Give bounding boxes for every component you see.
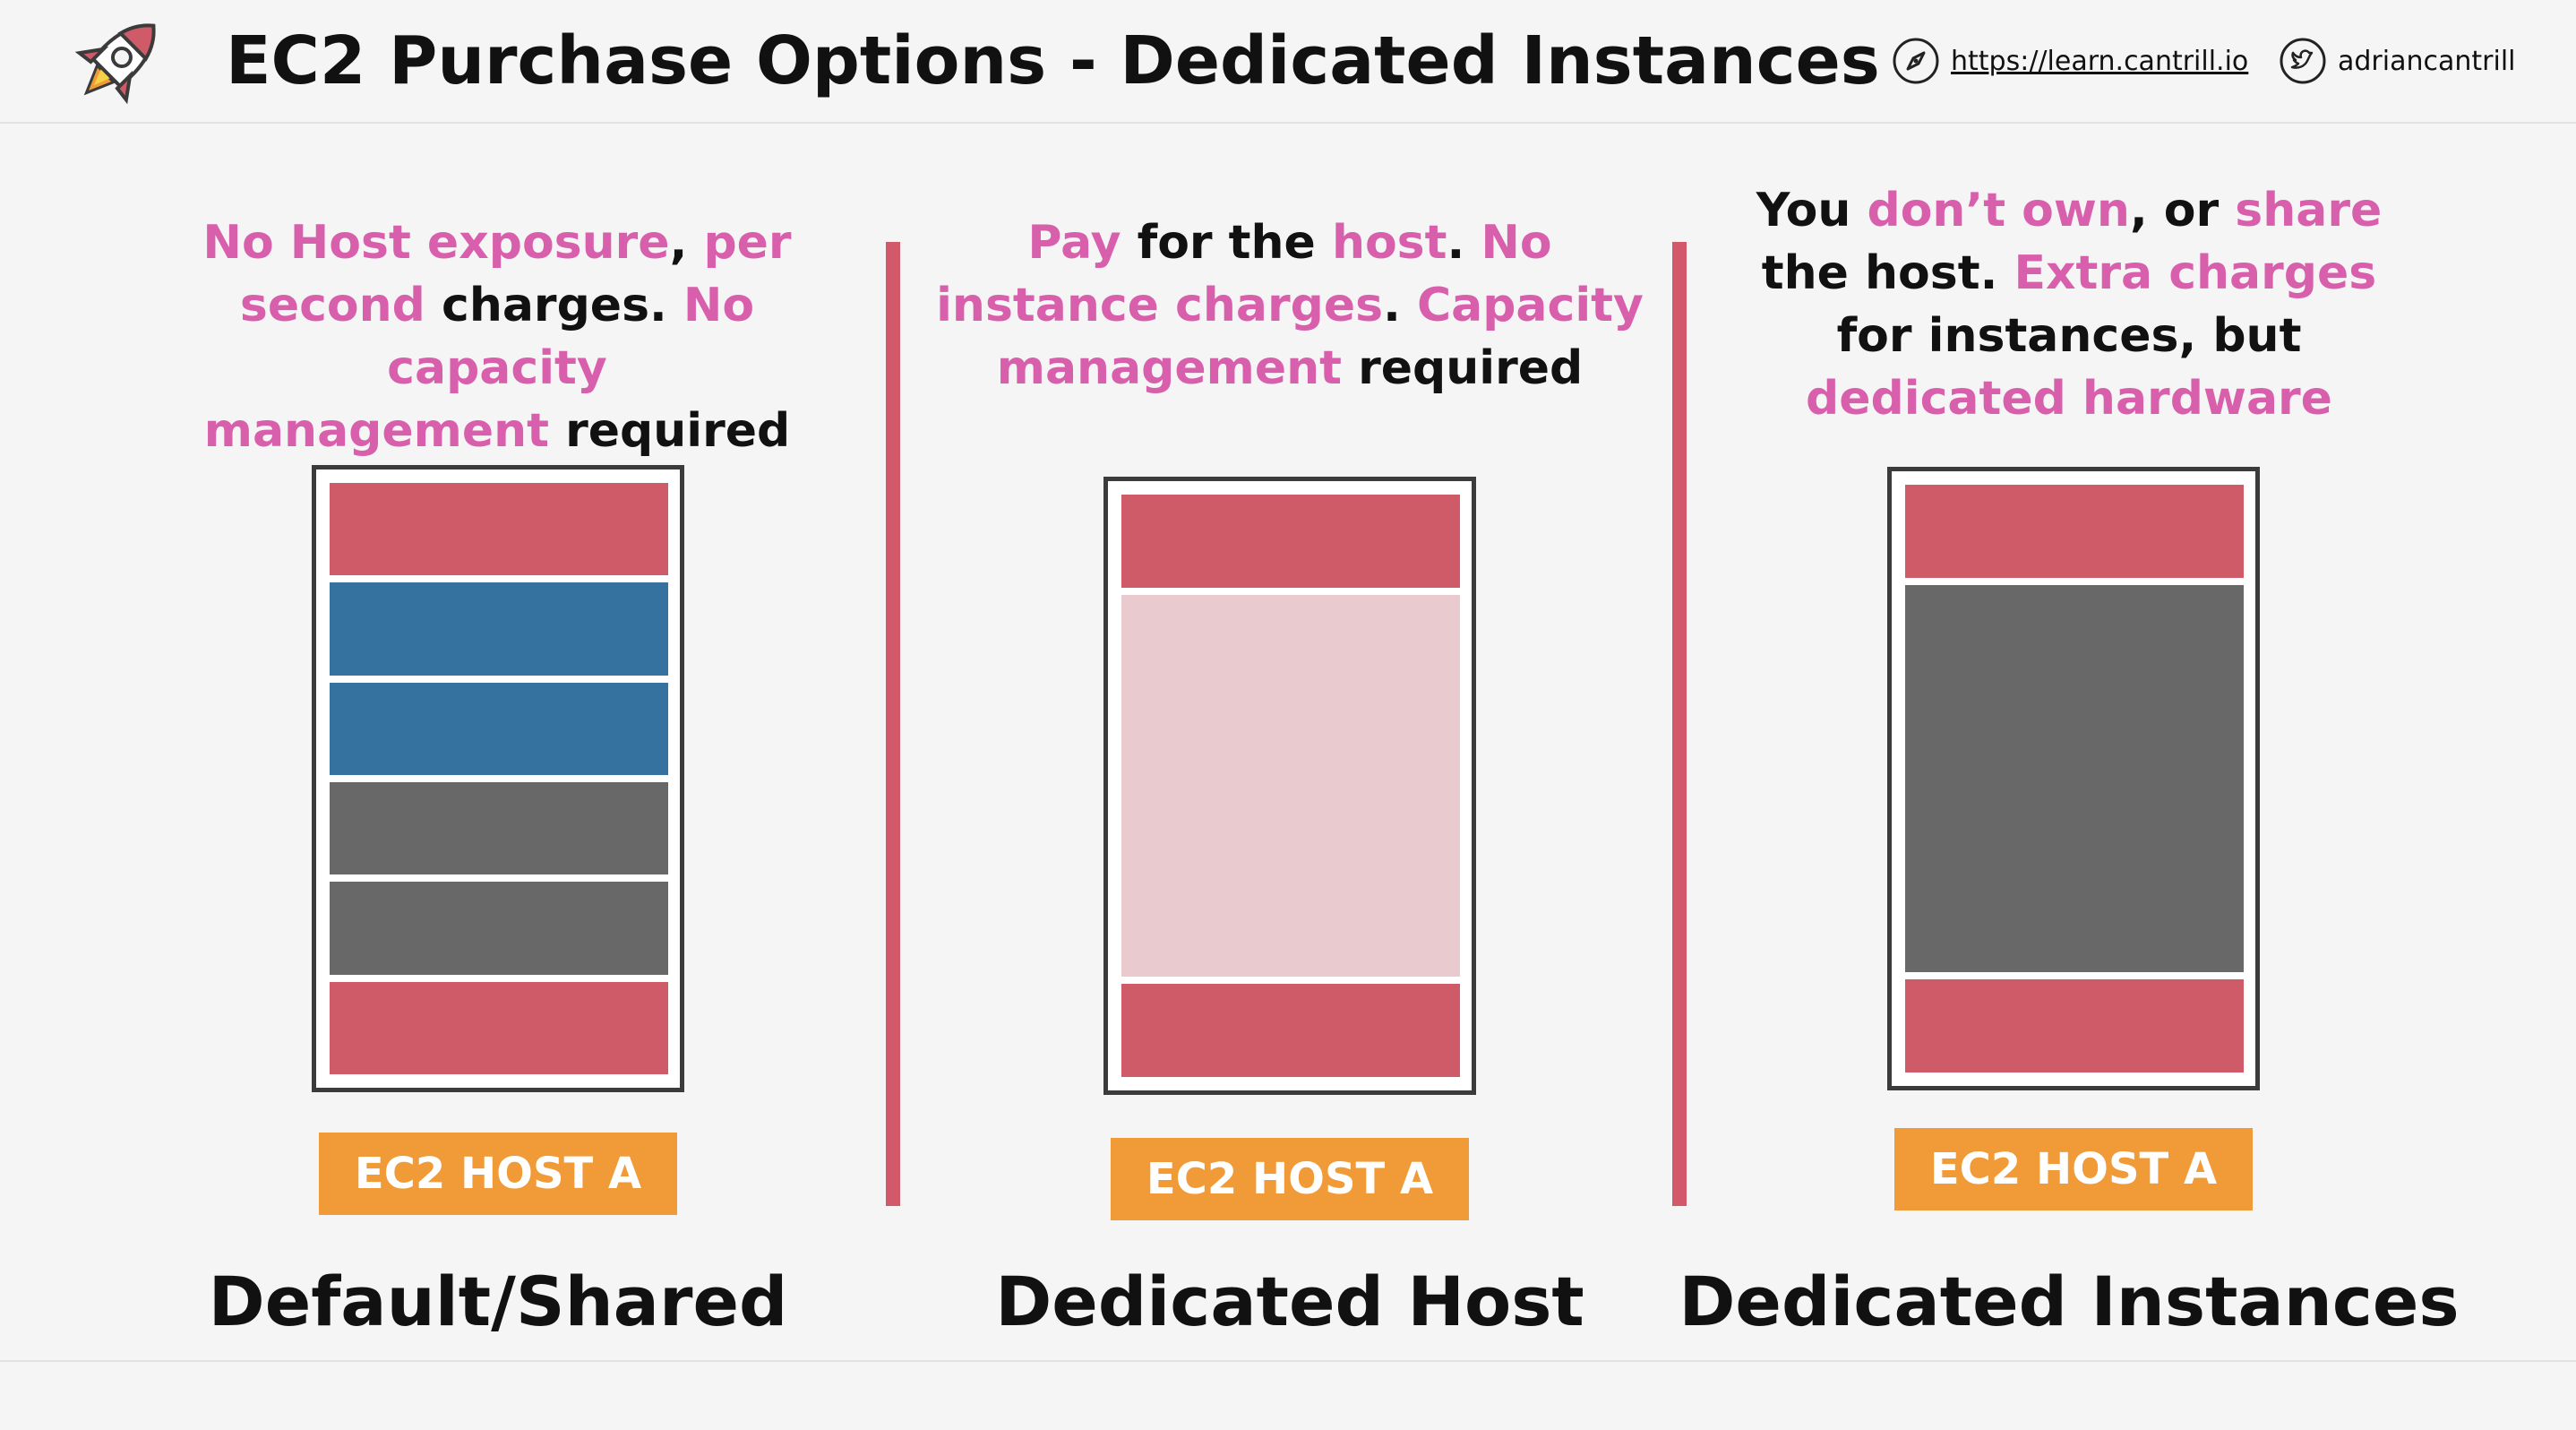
highlighted-text: host bbox=[1331, 216, 1447, 270]
instance-slot-blue bbox=[330, 582, 668, 676]
default-shared-caption: Default/Shared bbox=[208, 1262, 788, 1341]
highlighted-text: dedicated hardware bbox=[1806, 372, 2332, 426]
plain-text: . bbox=[1447, 216, 1481, 270]
highlighted-text: No Host exposure bbox=[202, 216, 670, 270]
highlighted-text: No capacity bbox=[387, 279, 755, 395]
highlighted-text: Pay bbox=[1027, 216, 1121, 270]
instance-slot-red bbox=[330, 483, 668, 576]
dedicated-host-host-label: EC2 HOST A bbox=[1111, 1138, 1469, 1220]
highlighted-text: Extra charges bbox=[2014, 246, 2377, 300]
instance-slot-gray bbox=[330, 882, 668, 975]
dedicated-host-caption: Dedicated Host bbox=[995, 1262, 1584, 1341]
plain-text: required bbox=[1341, 341, 1584, 395]
plain-text: , or bbox=[2129, 184, 2236, 237]
highlighted-text: management bbox=[996, 341, 1342, 395]
plain-text: You bbox=[1756, 184, 1868, 237]
website-link-text[interactable]: https://learn.cantrill.io bbox=[1951, 45, 2249, 77]
instance-slot-gray bbox=[1905, 585, 2244, 972]
instance-slot-blue bbox=[330, 682, 668, 775]
description-line: dedicated hardware bbox=[1702, 367, 2436, 430]
default-shared-host-label: EC2 HOST A bbox=[319, 1133, 677, 1215]
column-divider-right bbox=[1672, 242, 1687, 1206]
highlighted-text: Capacity bbox=[1416, 279, 1644, 332]
description-line: for instances, but bbox=[1702, 305, 2436, 367]
compass-icon bbox=[1893, 38, 1939, 84]
description-line: Pay for the host. No bbox=[923, 211, 1657, 274]
highlighted-text: No bbox=[1481, 216, 1552, 270]
column-divider-left bbox=[886, 242, 900, 1206]
page-title: EC2 Purchase Options - Dedicated Instanc… bbox=[226, 22, 1880, 99]
default-shared-host-box bbox=[312, 465, 684, 1092]
plain-text: , bbox=[669, 216, 704, 270]
description-line: No Host exposure, per bbox=[134, 211, 860, 274]
highlighted-text: per bbox=[703, 216, 792, 270]
dedicated-instances-host-label: EC2 HOST A bbox=[1894, 1128, 2253, 1210]
header-bar: EC2 Purchase Options - Dedicated Instanc… bbox=[0, 0, 2576, 124]
instance-slot-red bbox=[1905, 485, 2244, 578]
plain-text: the host. bbox=[1761, 246, 2014, 300]
highlighted-text: share bbox=[2235, 184, 2383, 237]
rocket-logo-icon bbox=[74, 23, 156, 105]
plain-text: . bbox=[1383, 279, 1417, 332]
highlighted-text: second bbox=[239, 279, 425, 332]
instance-slot-gray bbox=[330, 782, 668, 875]
footer-divider bbox=[0, 1360, 2576, 1362]
description-line: You don’t own, or share bbox=[1702, 179, 2436, 242]
website-link[interactable]: https://learn.cantrill.io bbox=[1892, 36, 2248, 86]
plain-text: charges. bbox=[425, 279, 683, 332]
description-line: management required bbox=[923, 337, 1657, 400]
instance-slot-red bbox=[330, 981, 668, 1074]
twitter-bird-icon bbox=[2280, 38, 2326, 84]
highlighted-text: instance charges bbox=[936, 279, 1384, 332]
plain-text: required bbox=[548, 404, 791, 458]
instance-slot-red bbox=[1121, 984, 1460, 1077]
plain-text: for the bbox=[1121, 216, 1332, 270]
plain-text: for instances, but bbox=[1836, 309, 2302, 363]
dedicated-instances-caption: Dedicated Instances bbox=[1679, 1262, 2460, 1341]
instance-slot-pink bbox=[1121, 595, 1460, 977]
dedicated-instances-host-box bbox=[1887, 467, 2260, 1090]
twitter-link[interactable]: adriancantrill bbox=[2279, 36, 2516, 86]
description-line: second charges. No capacity bbox=[134, 274, 860, 400]
instance-slot-red bbox=[1905, 979, 2244, 1072]
description-line: instance charges. Capacity bbox=[923, 274, 1657, 337]
twitter-handle: adriancantrill bbox=[2338, 45, 2516, 77]
highlighted-text: management bbox=[203, 404, 549, 458]
description-line: management required bbox=[134, 400, 860, 462]
instance-slot-red bbox=[1121, 495, 1460, 588]
highlighted-text: don’t own bbox=[1867, 184, 2130, 237]
description-line: the host. Extra charges bbox=[1702, 242, 2436, 305]
dedicated-host-host-box bbox=[1103, 477, 1476, 1095]
